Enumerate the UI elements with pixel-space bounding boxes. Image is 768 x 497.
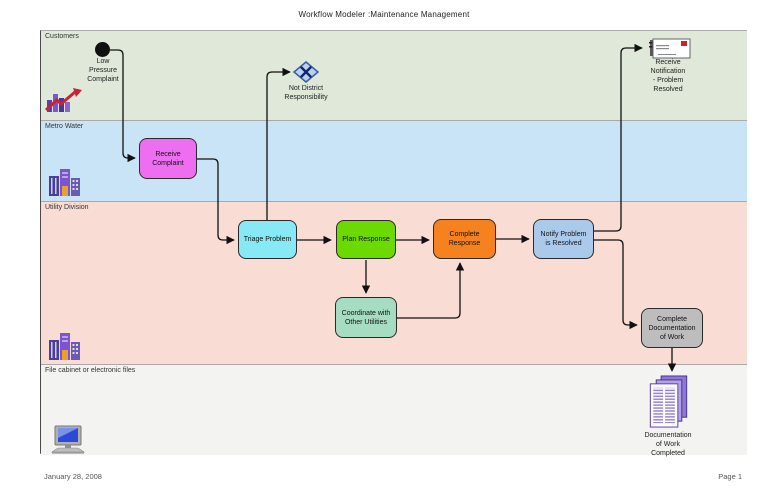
footer-page-number: Page 1 bbox=[718, 472, 742, 481]
x-end-event-icon[interactable] bbox=[293, 61, 319, 83]
task-notify-problem-resolved[interactable]: Notify Problem is Resolved bbox=[533, 219, 594, 259]
task-plan-response[interactable]: Plan Response bbox=[336, 220, 396, 259]
task-complete-response[interactable]: Complete Response bbox=[433, 219, 496, 259]
lane-label-utility-division: Utility Division bbox=[45, 204, 89, 211]
letter-icon[interactable] bbox=[645, 36, 693, 62]
lane-label-customers: Customers bbox=[45, 33, 79, 40]
lane-label-metro-water: Metro Water bbox=[45, 123, 84, 130]
task-coordinate-other-utilities[interactable]: Coordinate with Other Utilities bbox=[335, 297, 397, 338]
footer-date: January 28, 2008 bbox=[44, 472, 102, 481]
label-not-district-responsibility: Not District Responsibility bbox=[284, 85, 328, 101]
growth-chart-icon bbox=[44, 87, 88, 113]
task-triage-problem[interactable]: Triage Problem bbox=[238, 220, 297, 259]
label-documentation-completed: Documentation of Work Completed bbox=[644, 432, 692, 457]
label-low-pressure-complaint: Low Pressure Complaint bbox=[87, 58, 119, 83]
buildings-icon bbox=[46, 330, 96, 362]
buildings-icon bbox=[46, 166, 96, 198]
desktop-computer-icon bbox=[46, 425, 94, 456]
lane-label-file-cabinet: File cabinet or electronic files bbox=[45, 367, 136, 374]
lane-file-cabinet: File cabinet or electronic files bbox=[41, 364, 747, 455]
page-title: Workflow Modeler :Maintenance Management bbox=[298, 10, 470, 19]
label-receive-notification: Receive Notification - Problem Resolved bbox=[650, 59, 686, 93]
task-complete-documentation[interactable]: Complete Documentation of Work bbox=[641, 308, 703, 348]
task-receive-complaint[interactable]: Receive Complaint bbox=[139, 138, 197, 179]
document-stack-icon[interactable] bbox=[645, 375, 693, 430]
start-event-circle[interactable] bbox=[95, 42, 110, 57]
